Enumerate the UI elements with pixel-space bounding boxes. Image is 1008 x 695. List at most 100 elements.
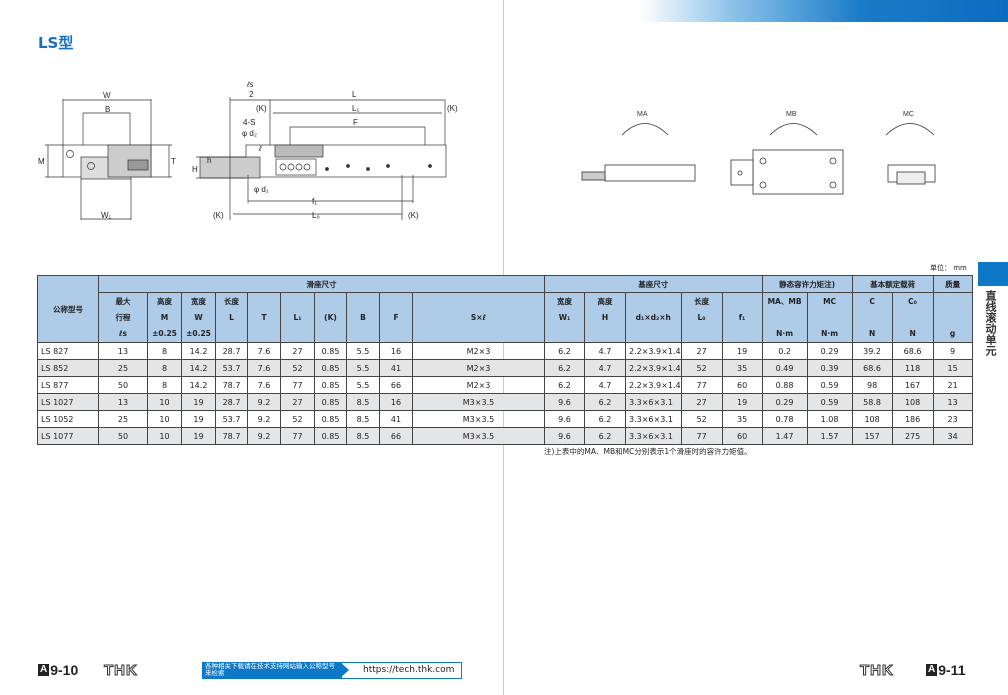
table-cell: 35 [721, 410, 763, 428]
table-cell: 35 [721, 359, 763, 377]
table-cell: M3×3.5 [412, 393, 545, 411]
thk-logo-right: THK [860, 662, 894, 680]
table-cell: 9.6 [544, 393, 585, 411]
dim-W: W [103, 91, 111, 100]
dim-h: h [207, 156, 212, 165]
table-cell: 7.6 [247, 342, 281, 360]
table-cell: M3×3.5 [412, 427, 545, 445]
dim-W1: W₁ [101, 211, 112, 220]
table-cell: 0.59 [806, 376, 853, 394]
col-g: g [932, 292, 973, 343]
table-cell: 34 [932, 427, 973, 445]
dim-K-bottom-right: (K) [408, 211, 419, 220]
table-cell: 27 [280, 393, 315, 411]
table-cell: 66 [379, 376, 413, 394]
table-cell: 0.85 [314, 376, 347, 394]
table-cell: 9 [932, 342, 973, 360]
table-cell: 16 [379, 393, 413, 411]
table-cell: 68.6 [851, 359, 893, 377]
table-cell: 10 [147, 427, 182, 445]
table-cell: 39.2 [851, 342, 893, 360]
table-cell: 19 [181, 427, 216, 445]
table-cell: 6.2 [544, 376, 585, 394]
table-cell: 50 [98, 427, 148, 445]
dim-H: H [192, 165, 198, 174]
table-cell: 2.2×3.9×1.4 [625, 359, 682, 377]
table-cell: 3.3×6×3.1 [625, 393, 682, 411]
moment-diagrams [581, 123, 936, 195]
table-cell: 23 [932, 410, 973, 428]
table-cell: 27 [680, 342, 723, 360]
dim-Lo: L₀ [312, 211, 320, 220]
dim-M: M [38, 157, 45, 166]
table-cell: 41 [379, 359, 413, 377]
group-slider: 滑座尺寸 [98, 275, 545, 293]
table-cell: 78.7 [215, 376, 248, 394]
table-cell: 9.6 [544, 427, 585, 445]
table-cell: 9.2 [247, 393, 281, 411]
table-cell: 53.7 [215, 410, 248, 428]
table-cell: 0.85 [314, 342, 347, 360]
section-tab[interactable] [978, 262, 1008, 286]
table-cell: 13 [98, 393, 148, 411]
table-cell: 66 [379, 427, 413, 445]
section-title: 直线滚动单元 [984, 290, 997, 356]
model-cell: LS 1077 [37, 427, 99, 445]
table-cell: 6.2 [544, 342, 585, 360]
download-banner: 各种相关下载请在技术支持网站输入公称型号来检索 [202, 662, 342, 679]
table-cell: 9.6 [544, 410, 585, 428]
model-cell: LS 1052 [37, 410, 99, 428]
table-cell: 27 [680, 393, 723, 411]
table-cell: 28.7 [215, 342, 248, 360]
table-cell: 0.85 [314, 427, 347, 445]
group-base: 基座尺寸 [544, 275, 763, 293]
table-cell: M2×3 [412, 342, 545, 360]
table-cell: 52 [280, 410, 315, 428]
table-cell: 186 [891, 410, 934, 428]
col-T: T [247, 292, 281, 343]
table-cell: 108 [851, 410, 893, 428]
dim-K-top-left: (K) [256, 104, 267, 113]
table-cell: M3×3.5 [412, 410, 545, 428]
table-cell: 4.7 [584, 342, 626, 360]
table-cell: 9.2 [247, 410, 281, 428]
group-moment: 静态容许力矩注) [761, 275, 853, 293]
table-cell: 108 [891, 393, 934, 411]
arrow-icon [340, 662, 349, 678]
table-cell: 28.7 [215, 393, 248, 411]
dim-ls-bottom: 2 [249, 90, 254, 99]
table-cell: 10 [147, 393, 182, 411]
table-cell: 2.2×3.9×1.4 [625, 342, 682, 360]
table-cell: 41 [379, 410, 413, 428]
table-cell: 0.49 [761, 359, 808, 377]
table-cell: 25 [98, 410, 148, 428]
table-cell: 19 [181, 410, 216, 428]
table-cell: 0.2 [761, 342, 808, 360]
table-cell: 5.5 [346, 342, 380, 360]
col-d: d₁×d₂×h [625, 292, 682, 343]
model-cell: LS 852 [37, 359, 99, 377]
table-cell: 19 [721, 342, 763, 360]
table-cell: 275 [891, 427, 934, 445]
dim-d1: φ d₁ [254, 185, 269, 194]
website-link[interactable]: https://tech.thk.com [340, 662, 462, 679]
dim-f1: f₁ [312, 197, 317, 206]
model-cell: LS 1027 [37, 393, 99, 411]
table-cell: 14.2 [181, 359, 216, 377]
unit-label: 单位： mm [930, 264, 967, 272]
table-cell: 9.2 [247, 427, 281, 445]
col-K: (K) [314, 292, 347, 343]
dim-T: T [171, 157, 176, 166]
